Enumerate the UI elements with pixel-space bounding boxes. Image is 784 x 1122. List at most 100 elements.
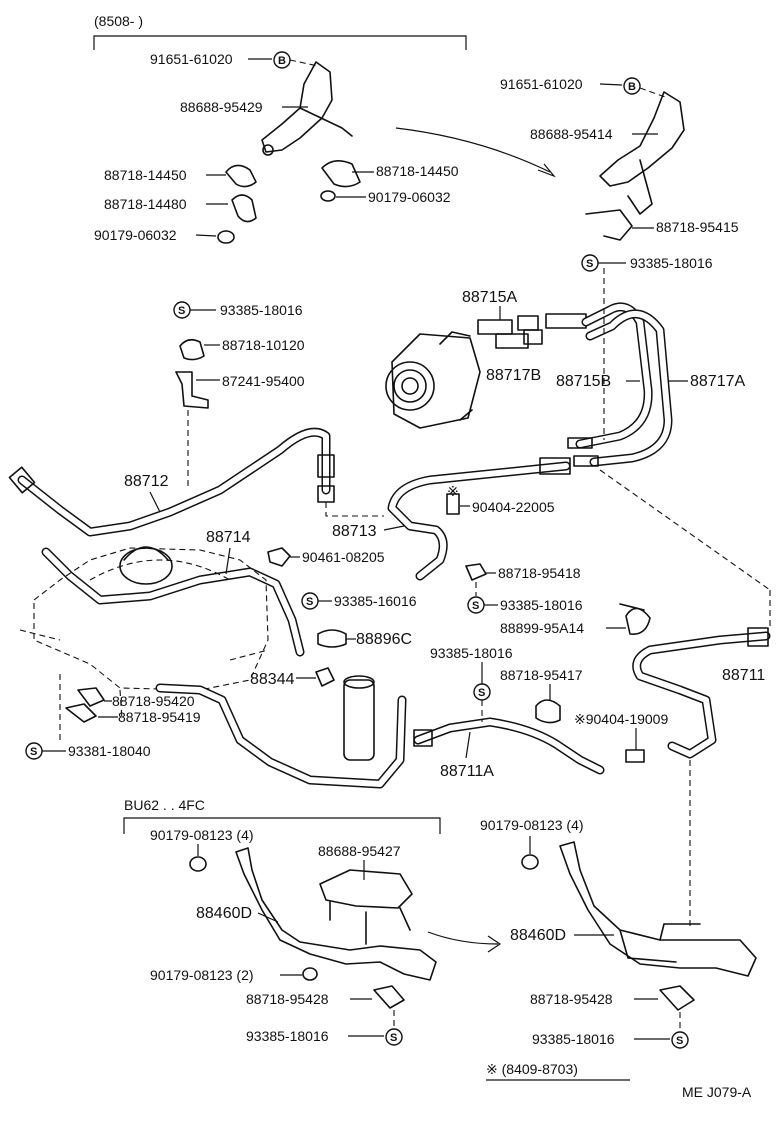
label-88718-95417: 88718-95417 [500,667,583,683]
top-inset-group: (8508- ) 91651-61020 B 88688-95429 88718… [93,13,556,244]
clamp-95428-right [659,985,695,1011]
label-88715B: 88715B [556,373,611,390]
label-88896C: 88896C [356,631,412,648]
engine-block [19,546,269,721]
nut-08123-left [189,856,207,872]
screw-symbol-br-icon [671,1031,689,1049]
pipe-88711: 88711 [599,469,771,930]
bottom-right-group: 90179-08123 (4) 88460D 88718-95428 93385… [480,817,757,1081]
label-88718-95419: 88718-95419 [118,709,201,725]
change-arrow-top [395,127,551,173]
footnote-label: ※ (8409-8703) [486,1061,578,1077]
label-88711A: 88711A [440,763,494,780]
label-90404-19009: ※90404-19009 [574,711,668,727]
label-88714: 88714 [206,529,251,546]
label-90461-08205: 90461-08205 [302,549,385,565]
label-88344: 88344 [250,671,295,688]
top-right-group: 91651-61020 B 88688-95414 88718-95415 S … [500,76,739,272]
bracket-88460D-right [559,841,757,977]
label-93385-18016-mid: 93385-18016 [500,597,583,613]
nut-08123-2 [302,967,318,981]
label-93381-18040: 93381-18040 [68,743,151,759]
label-88688-95429: 88688-95429 [180,99,263,115]
label-88715A: 88715A [462,289,517,306]
label-88718-95420: 88718-95420 [112,693,195,709]
clamp-95420 [77,687,105,707]
clamp-95419 [65,703,97,723]
label-90179-08123-4-right: 90179-08123 (4) [480,817,584,833]
svg-text:B: B [628,81,636,93]
label-90179-06032-b: 90179-06032 [368,189,451,205]
label-93385-18016-right: 93385-18016 [630,255,713,271]
compressor [385,331,481,429]
top-bracket-label: (8508- ) [94,13,143,29]
bracket-88460D-left [235,847,437,981]
nut-06032-a [217,230,235,244]
label-90179-06032-a: 90179-06032 [94,227,177,243]
bracket-87241 [175,371,209,409]
clamp-14450-a [225,164,257,188]
clamp-14450-b [321,160,361,188]
label-93385-18016-bu62: 93385-18016 [246,1028,329,1044]
clamp-10120 [179,338,205,361]
label-88712: 88712 [124,473,169,490]
pipe-lower-left: 88718-95420 88718-95419 S 93381-18040 [25,670,407,789]
fitting-88715A-a [477,319,513,335]
label-88718-95415: 88718-95415 [656,219,739,235]
left-bracket-group: S 93385-18016 88718-10120 87241-95400 [173,301,305,490]
label-90179-08123-4-left: 90179-08123 (4) [150,827,254,843]
label-93385-18016-lower: 93385-18016 [430,645,513,661]
receiver-88344: 88344 [250,667,375,761]
label-90179-08123-2: 90179-08123 (2) [150,967,254,983]
label-90404-22005: 90404-22005 [472,499,555,515]
label-91651-right: 91651-61020 [500,76,583,92]
svg-text:S: S [306,596,313,608]
nut-06032-b [320,190,336,202]
svg-text:S: S [478,687,485,699]
label-88899-95A14: 88899-95A14 [500,620,584,636]
label-93385-18016-left: 93385-18016 [220,302,303,318]
bu62-label: BU62 . . 4FC [124,797,205,813]
label-88718-95428-left: 88718-95428 [246,991,329,1007]
label-88718-95428-right: 88718-95428 [530,991,613,1007]
pipe-88711A: 88711A 93385-18016 S 88718-95417 ※90404-… [413,645,668,780]
label-88460D-left: 88460D [196,905,252,922]
compressor-fittings: 88715A 88717B [462,289,587,384]
label-88688-95427: 88688-95427 [318,843,401,859]
label-93385-18016-br: 93385-18016 [532,1031,615,1047]
grommet-88896C [317,629,347,648]
bracket-88688-95414 [599,91,685,215]
label-88717A: 88717A [690,373,745,390]
label-87241-95400: 87241-95400 [222,373,305,389]
bolt-symbol-right-icon [623,77,641,95]
clamp-95417 [535,699,561,724]
svg-text:S: S [30,746,37,758]
bracket-88688-95429 [261,61,353,153]
clamp-95415 [585,209,633,241]
svg-text:S: S [390,1032,397,1044]
top-bracket-line [93,35,467,50]
valve-90404-22005 [446,493,460,515]
pipe-88714: 88714 90461-08205 S 93385-16016 88896C [41,529,417,657]
label-88718-14450-b: 88718-14450 [376,163,459,179]
label-88688-95414: 88688-95414 [530,126,613,142]
svg-text:S: S [178,305,185,317]
change-arrow-bottom [427,931,499,945]
clamp-95428-left [373,985,405,1009]
label-88717B: 88717B [486,367,541,384]
label-88718-10120: 88718-10120 [222,337,305,353]
pipe-88712: 88712 [8,427,335,537]
bu62-group: BU62 . . 4FC 90179-08123 (4) 88688-95427… [123,797,502,1046]
svg-text:※: ※ [447,483,459,499]
svg-text:B: B [278,55,286,67]
pipe-88713: 88713 ※ 90404-22005 [325,457,571,581]
clip-90461 [267,547,291,567]
svg-text:S: S [472,600,479,612]
clamp-14480 [231,194,257,223]
middle-clips: 88718-95418 S 93385-18016 88899-95A14 [465,563,651,636]
svg-text:S: S [586,258,593,270]
document-code: ME J079-A [682,1084,752,1100]
screw-symbol-bu62-icon [385,1028,403,1046]
valve-90404-19009 [625,749,645,763]
